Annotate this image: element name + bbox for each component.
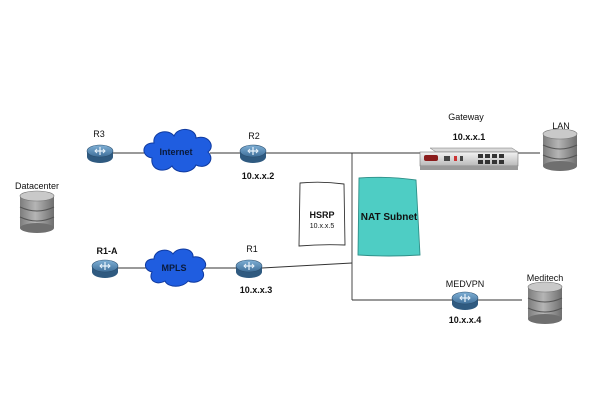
gateway-appliance-icon [419, 147, 519, 170]
medvpn-router-icon [451, 291, 479, 311]
hsrp-label: HSRP [309, 210, 335, 220]
r3-label: R3 [93, 129, 105, 139]
r1-ip: 10.x.x.3 [239, 285, 273, 295]
r1a-label: R1-A [96, 246, 118, 256]
datacenter-label: Datacenter [14, 181, 60, 191]
internet-cloud-icon [143, 129, 212, 173]
nat-subnet-box [357, 176, 421, 257]
r1-label: R1 [246, 244, 258, 254]
r2-router-icon [239, 144, 267, 164]
nat-subnet-label: NAT Subnet [360, 212, 418, 223]
links [113, 152, 540, 301]
mpls-cloud-icon [145, 248, 207, 287]
internet-label: Internet [159, 147, 193, 157]
r3-router-icon [86, 144, 114, 164]
gateway-ip: 10.x.x.1 [452, 132, 486, 142]
r1a-router-icon [91, 259, 119, 279]
meditech-database-icon [527, 281, 563, 325]
r1-router-icon [235, 259, 263, 279]
medvpn-ip: 10.x.x.4 [448, 315, 482, 325]
hsrp-box [298, 181, 346, 247]
datacenter-database-icon [19, 190, 55, 234]
hsrp-ip: 10.x.x.5 [309, 223, 335, 230]
r2-ip: 10.x.x.2 [241, 171, 275, 181]
gateway-label: Gateway [448, 112, 484, 122]
medvpn-label: MEDVPN [445, 279, 485, 289]
meditech-label: Meditech [526, 273, 564, 283]
mpls-label: MPLS [161, 263, 187, 273]
r2-label: R2 [248, 131, 260, 141]
lan-label: LAN [552, 121, 570, 131]
lan-database-icon [542, 128, 578, 172]
link-r1-core [261, 262, 353, 269]
